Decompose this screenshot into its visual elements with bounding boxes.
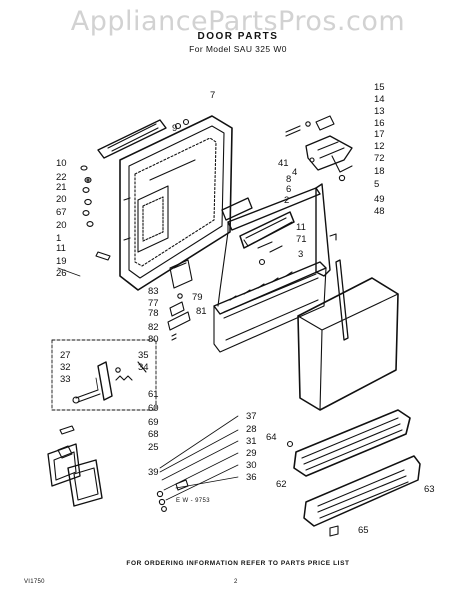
callout-77: 77 (148, 298, 159, 309)
callout-31: 31 (246, 436, 257, 447)
callout-25: 25 (148, 442, 159, 453)
callout-1: 1 (56, 233, 61, 244)
callout-61: 61 (148, 389, 159, 400)
callout-30: 30 (246, 460, 257, 471)
callout-32: 32 (60, 362, 71, 373)
callout-36: 36 (246, 472, 257, 483)
lower-left-parts (47, 425, 103, 507)
callout-12: 12 (374, 141, 385, 152)
hinge-bracket (72, 361, 147, 404)
callout-15: 15 (374, 82, 385, 93)
top-screws (174, 118, 190, 130)
callout-29: 29 (246, 448, 257, 459)
callout-72: 72 (374, 153, 385, 164)
callout-49: 49 (374, 194, 385, 205)
door-frame (213, 183, 331, 353)
left-hardware (80, 165, 111, 261)
outer-door-panel (297, 277, 399, 411)
callout-9: 9 (172, 123, 177, 134)
callout-35: 35 (138, 350, 149, 361)
callout-6: 6 (286, 184, 291, 195)
lower-vent-grille (286, 409, 411, 477)
switch-cluster (285, 115, 353, 182)
callout-71: 71 (296, 234, 307, 245)
callout-7: 7 (210, 90, 215, 101)
latch-pins (257, 241, 283, 266)
callout-41: 41 (278, 158, 289, 169)
small-screws (156, 479, 189, 512)
callout-10: 10 (56, 158, 67, 169)
page-mark: 2 (234, 579, 238, 585)
callout-82: 82 (148, 322, 159, 333)
callout-4: 4 (292, 167, 297, 178)
callout-83: 83 (148, 286, 159, 297)
callout-28: 28 (246, 424, 257, 435)
side-seal (329, 233, 349, 341)
callout-20b: 20 (56, 220, 67, 231)
callout-18: 18 (374, 166, 385, 177)
top-vent-trim (97, 119, 167, 159)
callout-14: 14 (374, 94, 385, 105)
callout-5: 5 (374, 179, 379, 190)
document-code: VI1750 (24, 579, 45, 585)
callout-33: 33 (60, 374, 71, 385)
callout-2: 2 (284, 195, 289, 206)
callout-78: 78 (148, 308, 159, 319)
callout-21: 21 (56, 182, 67, 193)
diagram-title: DOOR PARTS (197, 31, 279, 42)
latch-handle (221, 197, 295, 249)
callout-60: 60 (148, 403, 159, 414)
control-module (167, 259, 193, 341)
callout-13: 13 (374, 106, 385, 117)
callout-3: 3 (298, 249, 303, 260)
callout-16: 16 (374, 118, 385, 129)
callout-11b: 11 (296, 222, 306, 233)
callout-17: 17 (374, 129, 385, 140)
callout-48: 48 (374, 206, 385, 217)
callout-64: 64 (266, 432, 277, 443)
callout-80: 80 (148, 334, 159, 345)
detail-box (51, 339, 157, 411)
callout-8: 8 (286, 174, 291, 185)
callout-81: 81 (196, 306, 207, 317)
callout-22: 22 (56, 172, 67, 183)
inner-door-panel (119, 115, 233, 291)
callout-39: 39 (148, 467, 159, 478)
callout-65: 65 (358, 525, 369, 536)
callout-79: 79 (192, 292, 203, 303)
callout-62: 62 (276, 479, 287, 490)
callout-37: 37 (246, 411, 257, 422)
callout-68: 68 (148, 429, 159, 440)
callout-20: 20 (56, 194, 67, 205)
callout-34: 34 (138, 362, 149, 373)
callout-63: 63 (424, 484, 435, 495)
callout-11: 11 (56, 243, 66, 254)
ordering-note: FOR ORDERING INFORMATION REFER TO PARTS … (126, 560, 350, 567)
watermark: AppliancePartsPros.com (70, 6, 406, 37)
callout-67: 67 (56, 207, 67, 218)
callout-27: 27 (60, 350, 71, 361)
callout-69: 69 (148, 417, 159, 428)
diagram-code: E W - 9753 (176, 498, 211, 504)
diagram-subtitle: For Model SAU 325 W0 (189, 44, 287, 54)
kick-plate (303, 455, 421, 537)
callout-26: 26 (56, 268, 67, 279)
callout-19: 19 (56, 256, 67, 267)
